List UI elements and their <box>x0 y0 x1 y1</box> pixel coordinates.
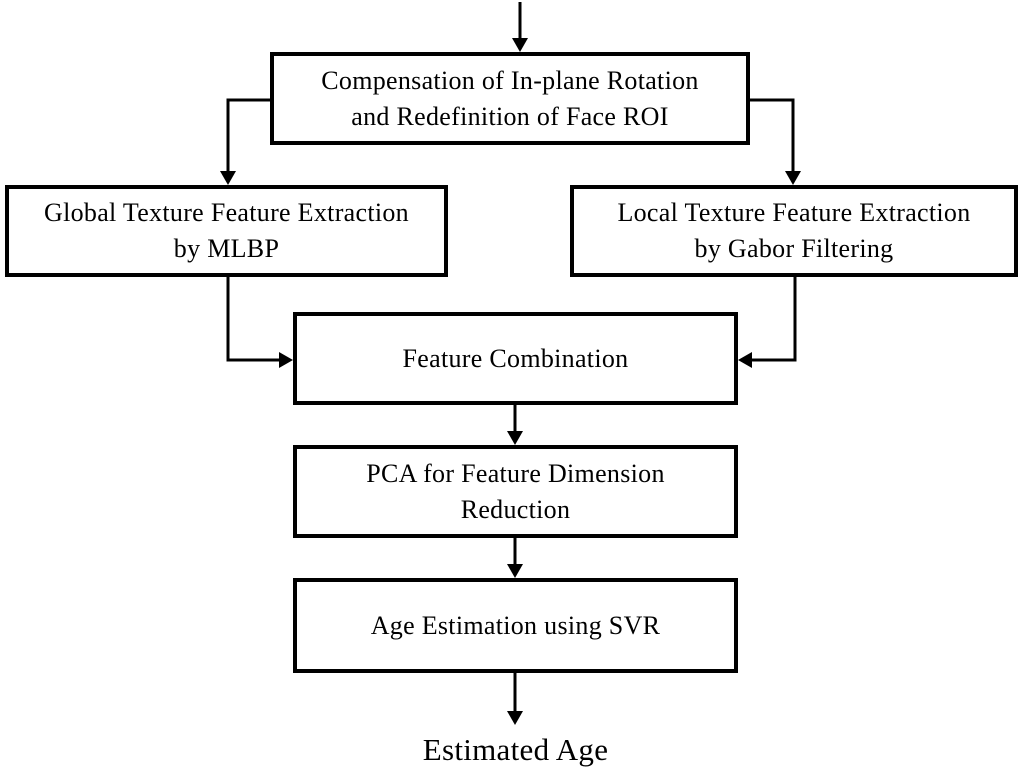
node-label-line: Age Estimation using SVR <box>370 610 661 640</box>
node-global-texture-mlbp: Global Texture Feature Extraction by MLB… <box>5 185 448 277</box>
node-label-line: Compensation of In-plane Rotation <box>321 65 699 95</box>
estimated-age-label: Estimated Age <box>422 732 609 767</box>
node-label-line: Feature Combination <box>402 343 629 373</box>
node-age-estimation-svr: Age Estimation using SVR <box>293 578 738 673</box>
node-local-texture-gabor: Local Texture Feature Extraction by Gabo… <box>570 185 1018 277</box>
node-label-line: Reduction <box>460 494 571 524</box>
node-compensation: Compensation of In-plane Rotation and Re… <box>270 52 750 145</box>
node-label-line: Global Texture Feature Extraction <box>44 198 409 228</box>
node-feature-combination: Feature Combination <box>293 312 738 405</box>
arrow-svr-to-output <box>507 673 523 725</box>
arrow-compensation-to-local <box>750 98 801 185</box>
arrow-compensation-to-global <box>220 98 270 185</box>
arrow-input-to-compensation <box>512 2 528 52</box>
node-label-line: Local Texture Feature Extraction <box>617 198 971 228</box>
node-pca-reduction: PCA for Feature Dimension Reduction <box>293 445 738 538</box>
node-label-line: by Gabor Filtering <box>694 234 894 263</box>
arrow-combination-to-pca <box>507 405 523 445</box>
arrow-local-to-combination <box>738 277 797 368</box>
node-label-line: by MLBP <box>173 234 280 263</box>
arrow-global-to-combination <box>226 277 293 368</box>
node-label-line: PCA for Feature Dimension <box>366 458 665 488</box>
node-label-line: and Redefinition of Face ROI <box>351 101 669 131</box>
arrow-pca-to-svr <box>507 538 523 578</box>
